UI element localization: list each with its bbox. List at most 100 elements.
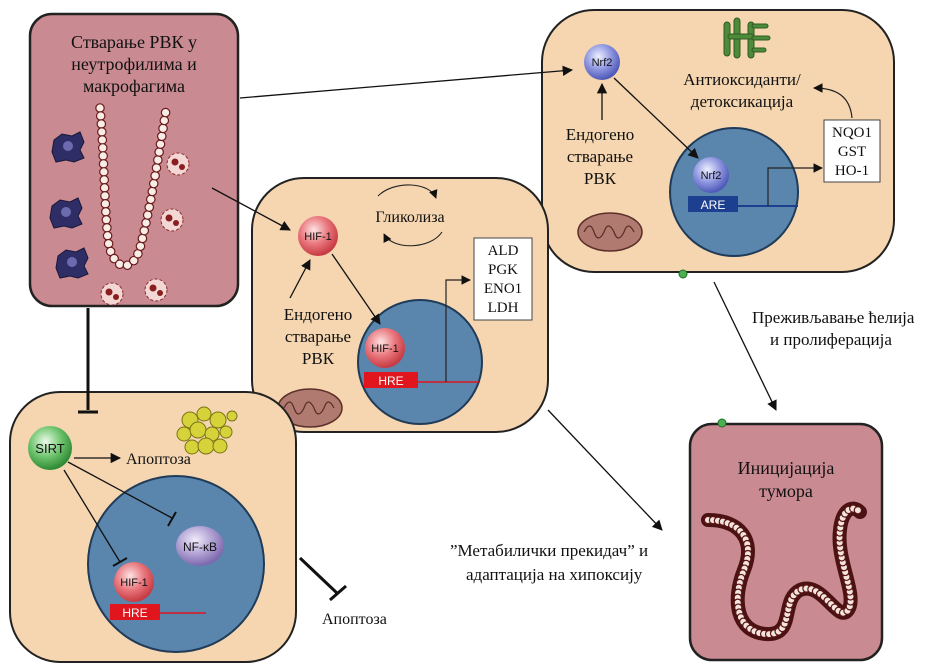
net-bead [129,255,139,266]
hif-cell: HIF-1 Гликолиза ALD PGK ENO1 LDH Ендоген… [251,177,549,433]
hif-gene-3: ENO1 [484,281,522,297]
nrf2-gene-3: HO-1 [835,163,869,179]
hif-gene-4: LDH [488,300,519,316]
net-bead [99,183,110,193]
net-bead [139,225,150,236]
nfkb-protein-icon [176,526,224,566]
outside-apoptosis-label: Апоптоза [322,611,387,628]
sirt-apoptosis-label: Апоптоза [126,451,191,468]
net-chain-beads [95,103,171,271]
hif-gene-2: PGK [488,262,518,278]
net-bead [101,215,112,225]
sirt-hre-label: HRE [122,606,147,620]
net-bead [150,170,160,181]
net-bead [102,222,112,233]
hif-label: HIF-1 [304,231,332,243]
neutrophil-title-line1: Стварање РВК у [71,32,197,52]
antioxidant-line2: детоксикација [691,92,794,111]
are-label: ARE [701,198,726,212]
hif-endogenous-line1: Ендогено [284,305,353,324]
net-bead [101,207,111,217]
net-bead [156,131,167,142]
hif-nucleus-protein-icon [365,328,405,368]
nrf2-cell: Nrf2 Антиоксиданти/ детоксикација Ендоге… [541,9,895,279]
net-bead [102,230,113,241]
net-bead [95,103,105,113]
net-bead [153,155,163,165]
net-bead [155,139,166,149]
tumor-title-line1: Иницијација [738,458,835,478]
net-bead [97,127,107,137]
tumor-box-dot [717,418,727,428]
net-bead [159,115,170,126]
net-bead [95,111,106,121]
nrf2-nucleus-protein-icon [693,157,729,193]
net-bead [103,238,114,249]
nrf2-protein-icon [584,44,620,80]
net-bead [158,123,168,134]
nrf2-endogenous-line2: стварање [567,147,633,166]
net-bead [154,147,164,157]
net-bead [98,159,109,169]
net-bead [100,199,111,209]
hre-label: HRE [378,374,403,388]
antioxidant-line1: Антиоксиданти/ [683,70,801,89]
net-bead [137,233,148,244]
sirt-hre-element [110,604,160,620]
connector-arrows [78,65,777,602]
net-bead [114,259,125,270]
sirt-hif-protein-icon [114,562,154,602]
net-bead [145,194,156,205]
metabolic-line1: ”Метабилички прекидач” и [450,541,648,560]
survival-line2: и пролиферација [770,330,892,349]
net-bead [96,119,107,129]
hif-gene-box [473,237,533,321]
net-bead [122,260,133,271]
hre-element [364,372,418,388]
net-bead [109,253,119,264]
metabolic-line2: адаптација на хипоксију [466,565,643,584]
are-element [688,196,738,212]
net-bead [147,186,158,197]
net-bead [135,241,146,252]
nrf2-gene-box [823,119,881,183]
net-bead [100,191,110,201]
sirt-label: SIRT [35,441,64,456]
nrf2-gene-1: NQO1 [832,125,872,141]
sirt-nucleus [87,475,265,653]
net-bead [151,163,162,173]
hif-endogenous-line2: стварање [285,327,351,346]
apoptotic-cluster-icon [176,406,238,455]
macrophage-icon [49,131,89,279]
neutrophil-title-line2: неутрофилима и [71,54,197,74]
neutrophil-box: Стварање РВК у неутрофилима и макрофагим… [28,12,240,308]
endoplasmic-reticulum-icon [723,17,771,59]
net-bead [148,178,159,189]
tumor-mass-cells [703,504,863,639]
nrf2-nucleus-label: Nrf2 [701,170,722,182]
net-bead [97,143,108,153]
tumor-title-line2: тумора [759,481,813,501]
net-bead [142,210,153,220]
net-bead [97,135,108,145]
survival-line1: Преживљавање ћелија [752,308,915,327]
net-bead [160,107,171,118]
hif-endogenous-line3: РВК [302,349,335,368]
tumor-box: Иницијација тумора [688,418,884,662]
sirt-protein-icon [28,426,72,470]
net-bead [99,167,109,177]
net-bead [99,175,110,185]
hif-gene-1: ALD [488,243,519,259]
neutrophil-title-line3: макрофагима [83,76,185,96]
neutrophil-icon [100,152,190,306]
nrf2-endogenous-line1: Ендогено [566,125,635,144]
nrf2-endogenous-line3: РВК [584,169,617,188]
net-bead [98,151,108,161]
hif-protein-icon [298,216,338,256]
nrf2-cell-dot [678,269,688,279]
hif-nucleus-label: HIF-1 [371,343,399,355]
nfkb-label: NF-κB [183,540,217,554]
nrf2-nucleus [669,127,799,257]
